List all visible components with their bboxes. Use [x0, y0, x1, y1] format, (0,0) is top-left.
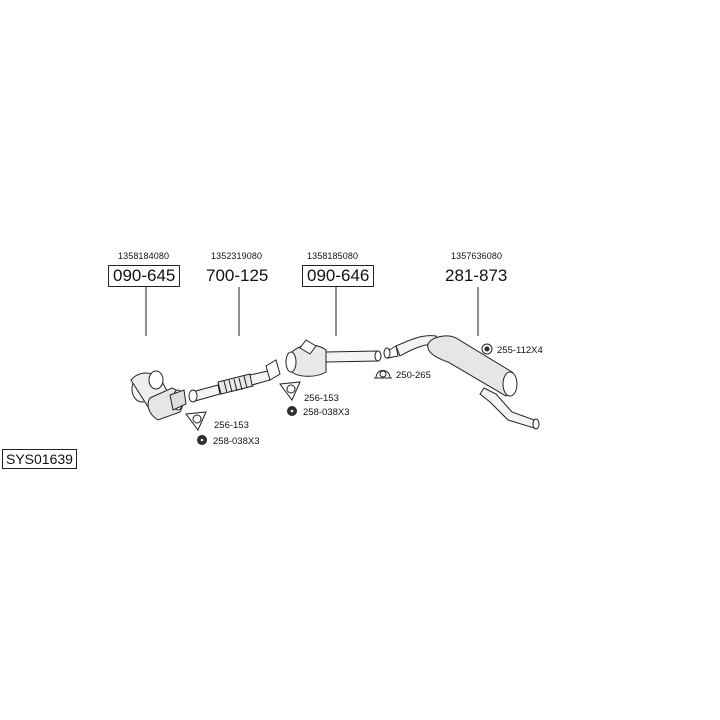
part-number-1[interactable]: 090-645 [108, 265, 181, 287]
flex-pipe [188, 359, 281, 403]
oem-number-3: 1358185080 [307, 251, 359, 261]
part-number-2[interactable]: 700-125 [206, 266, 269, 285]
gasket-icon-1 [185, 411, 207, 431]
nut-icon-2 [287, 406, 297, 416]
accessory-label-1[interactable]: 256-153 [214, 420, 249, 431]
clamp-icon [374, 370, 392, 379]
oem-number-1: 1358184080 [118, 251, 170, 261]
accessory-label-5[interactable]: 250-265 [396, 370, 431, 381]
accessory-label-6[interactable]: 255-112X4 [497, 345, 543, 356]
oem-number-2: 1352319080 [211, 251, 263, 261]
system-code-label: SYS01639 [2, 449, 77, 469]
rubber-hanger-icon [481, 343, 493, 355]
accessory-label-2[interactable]: 258-038X3 [213, 436, 260, 447]
oem-number-4: 1357636080 [451, 251, 503, 261]
catalytic-converter-front [130, 370, 187, 421]
gasket-icon-2 [279, 381, 301, 401]
nut-icon-1 [197, 435, 207, 445]
part-number-3[interactable]: 090-646 [302, 265, 375, 287]
catalytic-converter-middle [285, 339, 382, 377]
accessory-label-4[interactable]: 258-038X3 [303, 407, 350, 418]
rear-silencer [383, 335, 540, 430]
part-number-4[interactable]: 281-873 [445, 266, 508, 285]
accessory-label-3[interactable]: 256-153 [304, 393, 339, 404]
